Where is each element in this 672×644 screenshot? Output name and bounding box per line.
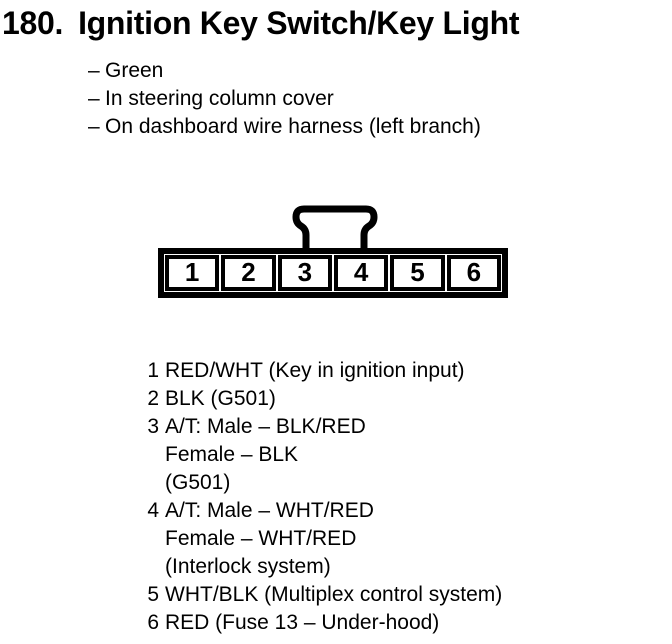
pin-cavity-5: 5 (390, 255, 445, 291)
note-text: Green (105, 59, 164, 82)
legend-row: Female – BLK (147, 441, 502, 469)
pin-description: Female – BLK (165, 443, 299, 466)
legend-row: (G501) (147, 469, 502, 497)
pin-description: RED (Fuse 13 – Under-hood) (165, 611, 440, 634)
section-number: 180. (2, 5, 64, 41)
pin-number: 6 (147, 611, 159, 634)
legend-row: 1 RED/WHT (Key in ignition input) (147, 357, 502, 385)
dash-glyph: – (88, 87, 100, 110)
pin-number-spacer (147, 469, 159, 497)
notes-list: – Green – In steering column cover – On … (88, 57, 481, 141)
legend-row: 3 A/T: Male – BLK/RED (147, 413, 502, 441)
pin-description: (G501) (165, 471, 231, 494)
pin-cavity-6: 6 (446, 255, 501, 291)
pin-number: 3 (147, 415, 159, 438)
pin-description: BLK (G501) (165, 387, 276, 410)
connector-latch-tab (292, 205, 378, 252)
pin-cavity-2: 2 (221, 255, 276, 291)
pin-description: (Interlock system) (165, 555, 331, 578)
legend-row: 2 BLK (G501) (147, 385, 502, 413)
pin-number: 2 (147, 387, 159, 410)
pin-description: WHT/BLK (Multiplex control system) (165, 583, 503, 606)
legend-row: 5 WHT/BLK (Multiplex control system) (147, 581, 502, 609)
pin-number-spacer (147, 441, 159, 469)
pin-number-spacer (147, 553, 159, 581)
pin-number: 5 (147, 583, 159, 606)
pin-description: A/T: Male – BLK/RED (165, 415, 366, 438)
pin-legend: 1 RED/WHT (Key in ignition input) 2 BLK … (147, 357, 502, 637)
pin-number-spacer (147, 525, 159, 553)
latch-tab-outline (292, 205, 378, 252)
pin-description: Female – WHT/RED (165, 527, 357, 550)
note-text: In steering column cover (105, 87, 334, 110)
legend-row: Female – WHT/RED (147, 525, 502, 553)
legend-row: (Interlock system) (147, 553, 502, 581)
pin-number: 1 (147, 359, 159, 382)
note-item: – On dashboard wire harness (left branch… (88, 113, 481, 141)
dash-glyph: – (88, 115, 100, 138)
pin-cavity-1: 1 (165, 255, 220, 291)
legend-row: 6 RED (Fuse 13 – Under-hood) (147, 609, 502, 637)
pin-cavity-4: 4 (333, 255, 389, 291)
page-title: 180. Ignition Key Switch/Key Light (2, 3, 520, 43)
dash-glyph: – (88, 59, 100, 82)
section-title: Ignition Key Switch/Key Light (78, 5, 520, 41)
pin-cavity-3: 3 (277, 255, 332, 291)
legend-row: 4 A/T: Male – WHT/RED (147, 497, 502, 525)
note-item: – In steering column cover (88, 85, 481, 113)
pin-description: A/T: Male – WHT/RED (165, 499, 374, 522)
note-item: – Green (88, 57, 481, 85)
connector-shell: 1 2 3 4 5 6 (158, 248, 508, 298)
pin-description: RED/WHT (Key in ignition input) (165, 359, 465, 382)
note-text: On dashboard wire harness (left branch) (105, 115, 481, 138)
pin-number: 4 (147, 499, 159, 522)
